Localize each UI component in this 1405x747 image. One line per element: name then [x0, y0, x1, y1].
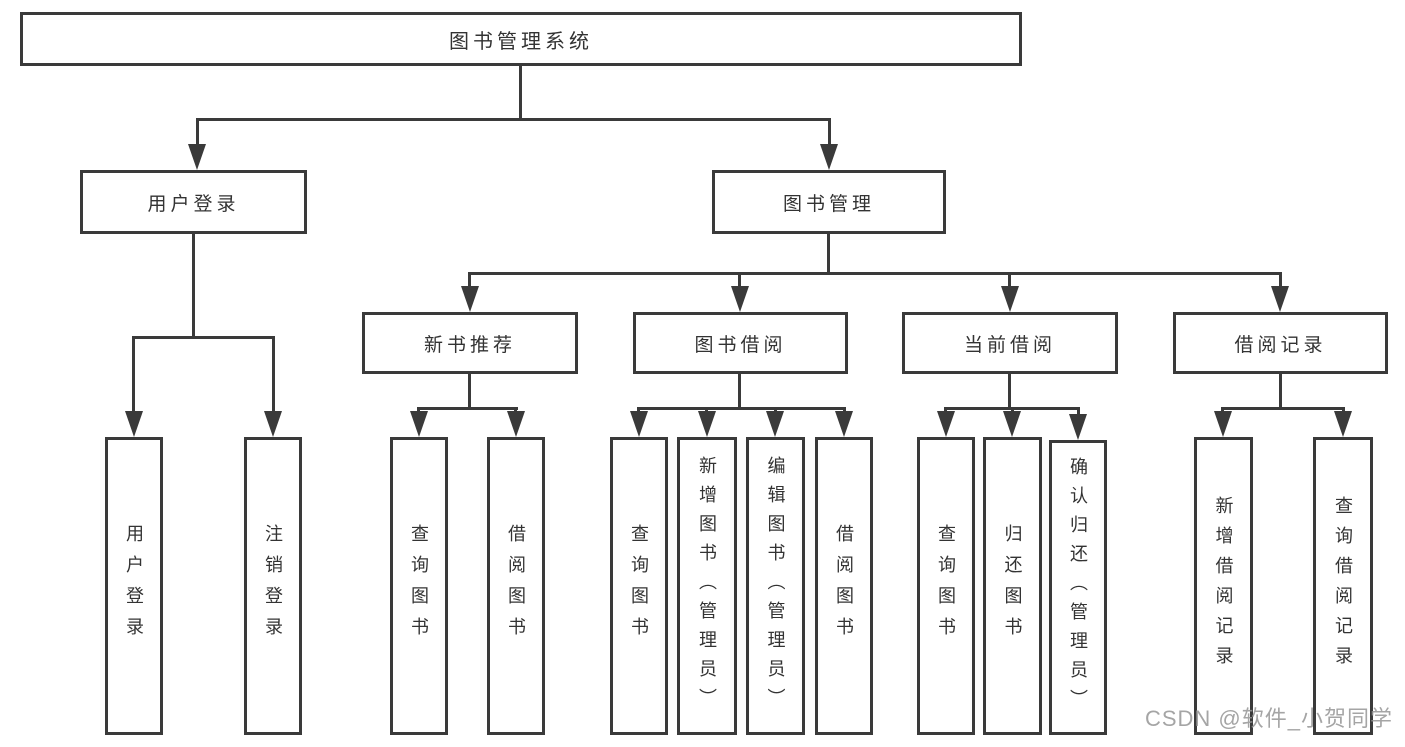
leaf-query-books-2: 查询图书	[610, 437, 668, 735]
leaf-logout-label: 注销登录	[263, 524, 283, 648]
connector-book-borrowing-stub	[738, 374, 741, 410]
leaf-return-books: 归还图书	[983, 437, 1042, 735]
node-user-login: 用户登录	[80, 170, 307, 234]
leaf-borrow-books-2-label: 借阅图书	[834, 524, 854, 648]
node-current-borrowing: 当前借阅	[902, 312, 1118, 374]
arrowhead-confirm-return-admin	[1069, 414, 1087, 440]
connector-borrowing-records-branchline	[1221, 407, 1345, 410]
leaf-query-books-2-label: 查询图书	[629, 524, 649, 648]
leaf-query-borrow-record-label: 查询借阅记录	[1333, 496, 1353, 676]
arrowhead-query-borrow-record	[1334, 411, 1352, 437]
connector-stem-leaf-logout	[272, 336, 275, 414]
arrowhead-current-borrowing	[1001, 286, 1019, 312]
leaf-confirm-return-admin-label: 确认归还（管理员）	[1068, 457, 1088, 718]
arrowhead-query-books-1	[410, 411, 428, 437]
arrowhead-return-books	[1003, 411, 1021, 437]
arrowhead-query-books-3	[937, 411, 955, 437]
connector-new-book-recommend-stub	[468, 374, 471, 410]
connector-current-borrowing-stub	[1008, 374, 1011, 410]
connector-stem-confirm-return-admin	[1077, 407, 1080, 417]
node-borrowing-records: 借阅记录	[1173, 312, 1388, 374]
arrowhead-leaf-user-login	[125, 411, 143, 437]
leaf-edit-books-admin-label: 编辑图书（管理员）	[765, 455, 786, 717]
connector-user-login-stub	[192, 234, 195, 339]
connector-stem-new-book-recommend	[468, 272, 471, 288]
leaf-user-login-label: 用户登录	[124, 524, 144, 648]
arrowhead-book-management	[820, 144, 838, 170]
arrowhead-edit-books-admin	[766, 411, 784, 437]
node-book-management-label: 图书管理	[782, 193, 875, 215]
leaf-add-books-admin: 新增图书（管理员）	[677, 437, 737, 735]
connector-stem-book-borrowing	[738, 272, 741, 288]
arrowhead-leaf-logout	[264, 411, 282, 437]
node-new-book-recommend-label: 新书推荐	[423, 334, 516, 356]
connector-book-borrowing-branchline	[637, 407, 846, 410]
connector-stem-user-login	[196, 118, 199, 150]
node-current-borrowing-label: 当前借阅	[963, 334, 1056, 356]
csdn-watermark: CSDN @软件_小贺同学	[1144, 706, 1393, 731]
leaf-confirm-return-admin: 确认归还（管理员）	[1049, 440, 1107, 735]
connector-user-login-branchline	[132, 336, 275, 339]
leaf-borrow-books-1-label: 借阅图书	[506, 524, 526, 648]
leaf-query-books-3: 查询图书	[917, 437, 975, 735]
node-book-management: 图书管理	[712, 170, 946, 234]
connector-stem-borrowing-records	[1279, 272, 1282, 288]
node-user-login-label: 用户登录	[147, 193, 240, 215]
arrowhead-add-borrow-record	[1214, 411, 1232, 437]
leaf-add-borrow-record: 新增借阅记录	[1194, 437, 1253, 735]
connector-root-stub	[519, 66, 522, 118]
leaf-add-borrow-record-label: 新增借阅记录	[1213, 496, 1234, 676]
node-book-borrowing-label: 图书借阅	[694, 334, 787, 356]
leaf-query-borrow-record: 查询借阅记录	[1313, 437, 1373, 735]
node-root-label: 图书管理系统	[449, 30, 593, 53]
leaf-add-books-admin-label: 新增图书（管理员）	[697, 455, 717, 717]
leaf-user-login: 用户登录	[105, 437, 163, 735]
node-borrowing-records-label: 借阅记录	[1234, 334, 1327, 356]
leaf-borrow-books-2: 借阅图书	[815, 437, 873, 735]
connector-new-book-recommend-branchline	[417, 407, 518, 410]
node-root: 图书管理系统	[20, 12, 1022, 66]
arrowhead-borrowing-records	[1271, 286, 1289, 312]
leaf-return-books-label: 归还图书	[1002, 524, 1023, 648]
connector-book-management-branchline	[468, 272, 1282, 275]
arrowhead-query-books-2	[630, 411, 648, 437]
arrowhead-new-book-recommend	[461, 286, 479, 312]
arrowhead-user-login	[188, 144, 206, 170]
leaf-borrow-books-1: 借阅图书	[487, 437, 545, 735]
arrowhead-borrow-books-1	[507, 411, 525, 437]
connector-root-branchline	[196, 118, 831, 121]
leaf-query-books-3-label: 查询图书	[936, 524, 956, 648]
leaf-query-books-1: 查询图书	[390, 437, 448, 735]
connector-borrowing-records-stub	[1279, 374, 1282, 410]
connector-book-management-stub	[827, 234, 830, 275]
arrowhead-book-borrowing	[731, 286, 749, 312]
leaf-edit-books-admin: 编辑图书（管理员）	[746, 437, 805, 735]
leaf-query-books-1-label: 查询图书	[409, 524, 429, 648]
connector-stem-leaf-user-login	[132, 336, 135, 414]
leaf-logout: 注销登录	[244, 437, 302, 735]
connector-stem-book-management	[828, 118, 831, 150]
arrowhead-add-books-admin	[698, 411, 716, 437]
arrowhead-borrow-books-2	[835, 411, 853, 437]
node-new-book-recommend: 新书推荐	[362, 312, 578, 374]
connector-stem-current-borrowing	[1008, 272, 1011, 288]
node-book-borrowing: 图书借阅	[633, 312, 848, 374]
